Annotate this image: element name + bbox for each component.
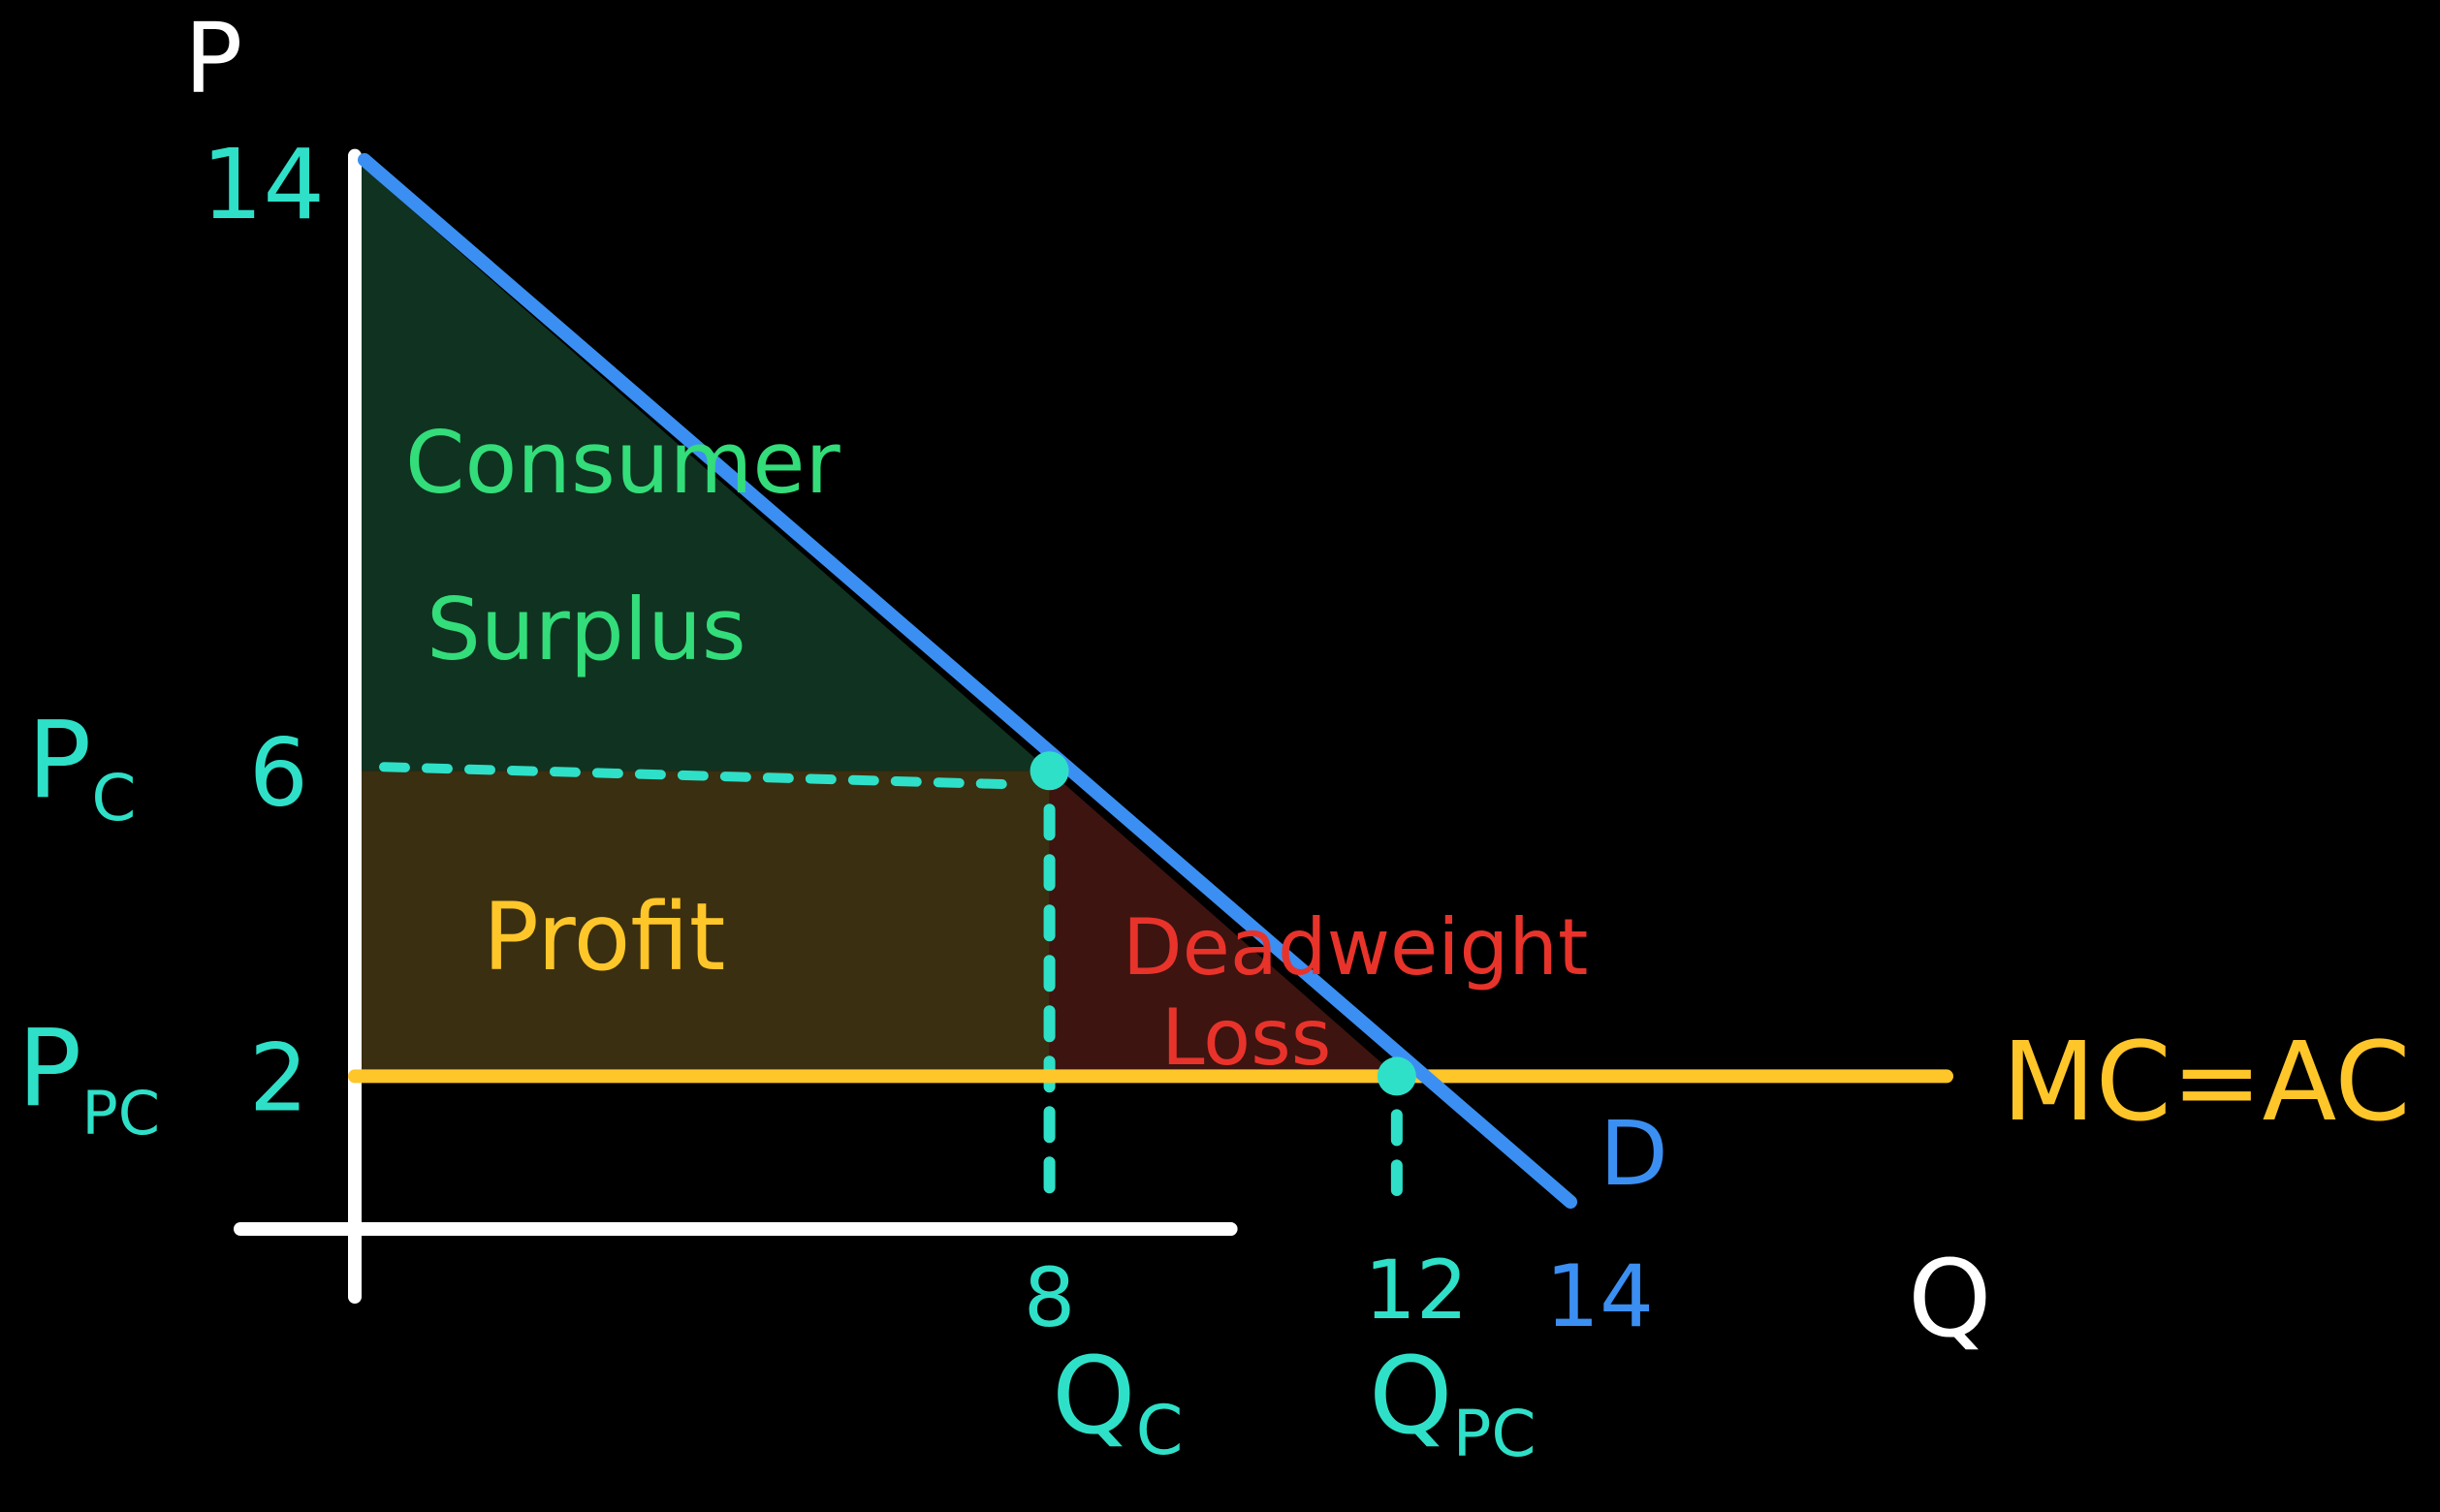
- qc-label: QC: [1052, 1334, 1183, 1470]
- x-tick-label: 8: [1024, 1250, 1075, 1345]
- deadweight-loss-label-line1: Deadweight: [1123, 902, 1588, 992]
- competitive-point: [1377, 1056, 1416, 1096]
- consumer-surplus-region: [355, 160, 1050, 772]
- deadweight-loss-region: [1049, 771, 1397, 1077]
- profit-label: Profit: [483, 883, 725, 992]
- pc-dashed-guide: [379, 762, 1016, 790]
- consumer-surplus-label-line2: Surplus: [427, 580, 746, 679]
- deadweight-loss-label-line2: Loss: [1161, 992, 1331, 1083]
- qpc-label: QPC: [1369, 1334, 1536, 1471]
- ppc-label: PPC: [17, 1006, 160, 1149]
- x-axis-label: Q: [1908, 1237, 1992, 1361]
- y-tick-label: 14: [202, 128, 325, 241]
- demand-label: D: [1600, 1102, 1668, 1206]
- consumer-surplus-label-line1: Consumer: [405, 413, 841, 513]
- pc-label: PC: [27, 698, 136, 835]
- monopoly-point: [1030, 751, 1069, 791]
- y-tick-label: 6: [249, 718, 308, 827]
- mc-ac-label: MC=AC: [2002, 1020, 2411, 1146]
- x-tick-label: 12: [1364, 1243, 1468, 1338]
- y-axis-label: P: [184, 2, 242, 115]
- demand-curve: [358, 153, 1577, 1209]
- profit-region: [355, 771, 1050, 1077]
- x-tick-label: 14: [1545, 1246, 1654, 1346]
- y-tick-label: 2: [249, 1024, 308, 1132]
